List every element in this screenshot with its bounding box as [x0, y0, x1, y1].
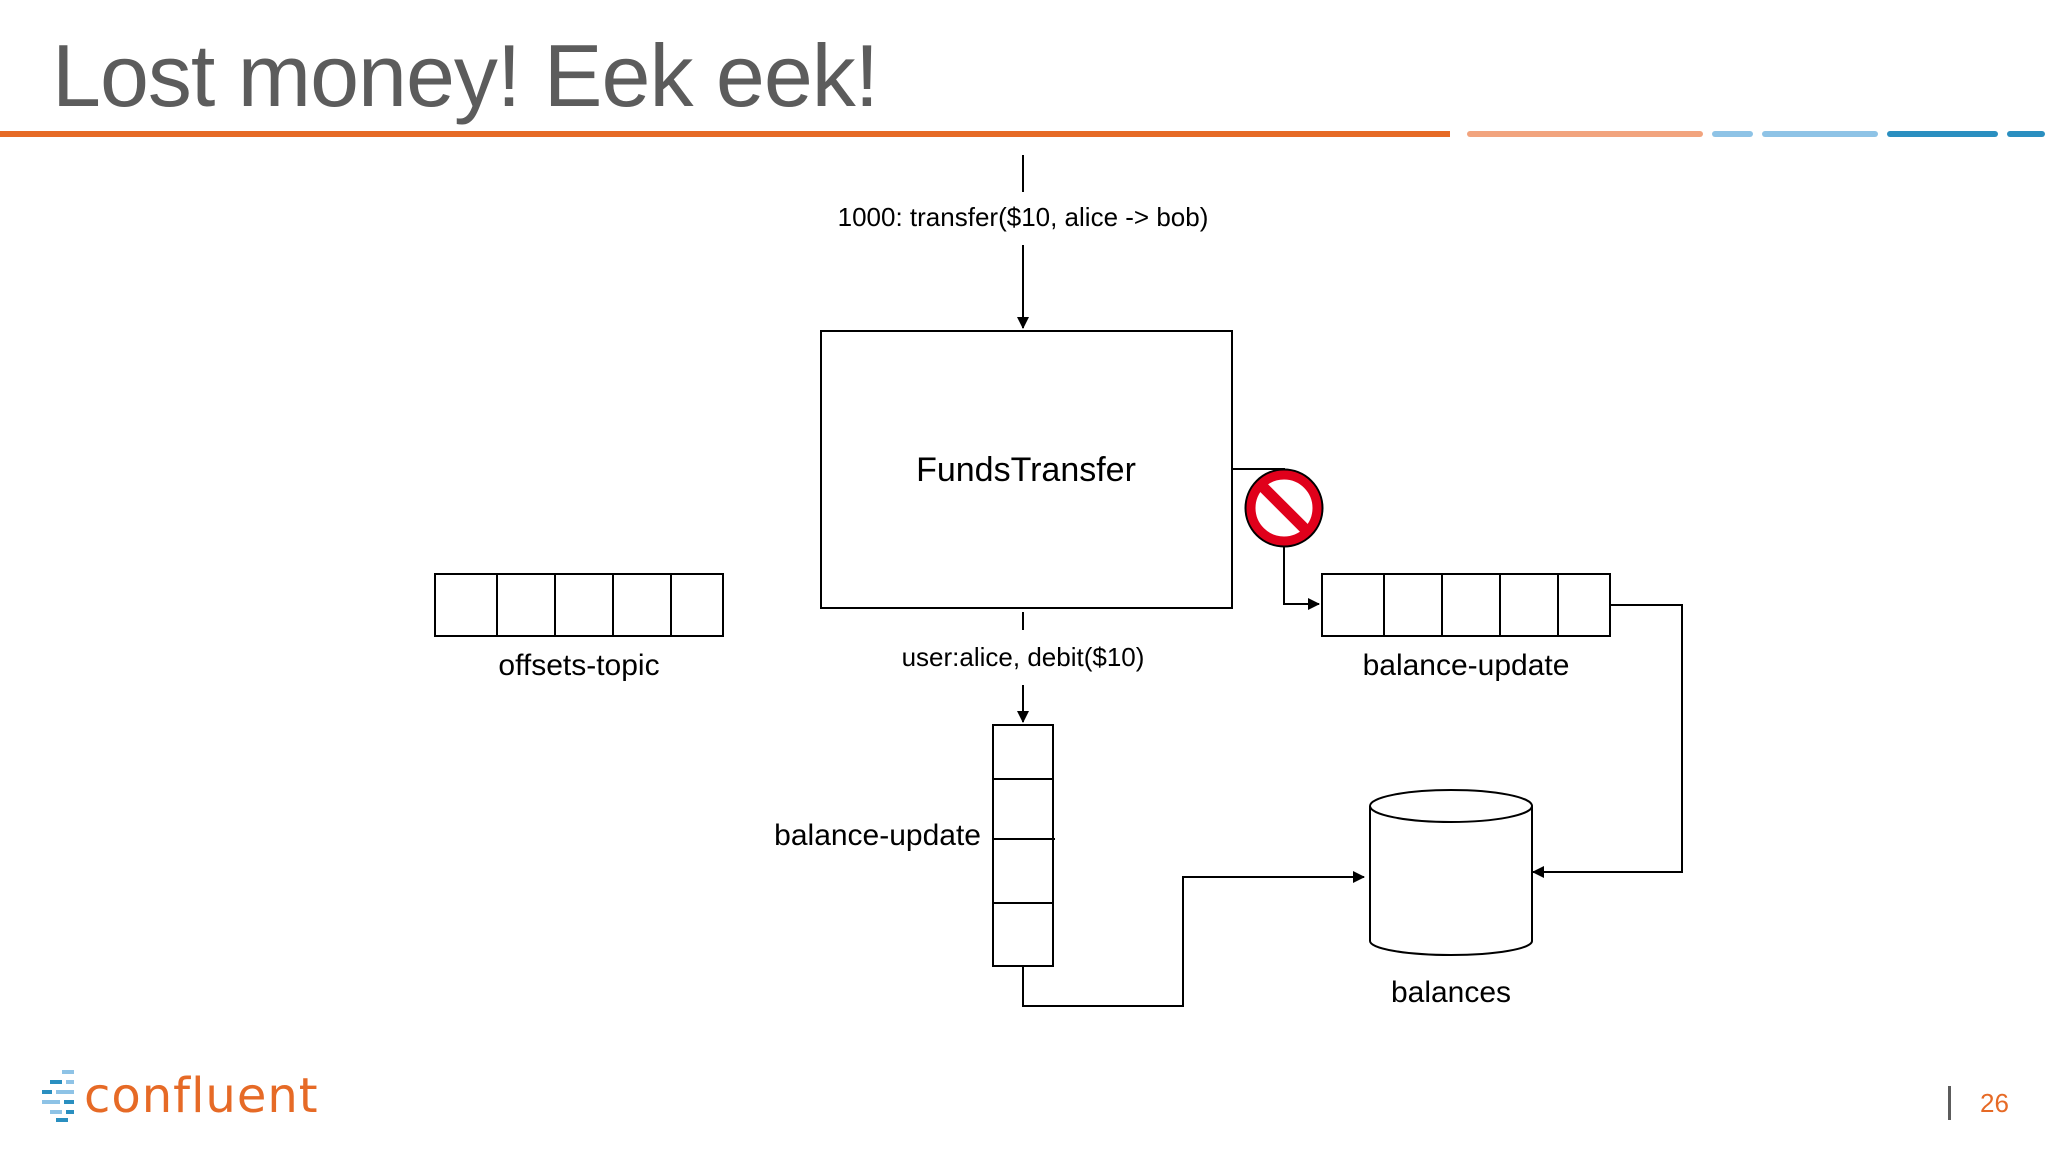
left-balance-update-log: [992, 724, 1055, 967]
right-log-to-balances-arrow: [1532, 604, 1683, 878]
balances-store: [1369, 789, 1533, 956]
no-entry-icon: [1244, 468, 1324, 548]
right-balance-update-label: balance-update: [1363, 649, 1570, 682]
offsets-topic-log: [434, 573, 724, 637]
input-event-label: 1000: transfer($10, alice -> bob): [838, 202, 1209, 232]
left-balance-update-label: balance-update: [774, 819, 981, 852]
offsets-topic-label: offsets-topic: [498, 649, 659, 682]
left-log-to-balances-arrow: [1022, 871, 1365, 1007]
balances-label: balances: [1391, 976, 1511, 1009]
debit-event-label: user:alice, debit($10): [902, 642, 1145, 672]
confluent-logo-mark: [42, 1070, 74, 1122]
right-balance-update-log: [1321, 573, 1611, 637]
page-number-divider: [1948, 1086, 1951, 1120]
slide-title: Lost money! Eek eek!: [52, 26, 879, 125]
funds-transfer-box: [820, 330, 1233, 609]
page-number: 26: [1980, 1088, 2009, 1118]
confluent-logo: confluent: [40, 1068, 319, 1124]
funds-transfer-label: FundsTransfer: [916, 451, 1136, 489]
confluent-logo-text: confluent: [84, 1068, 319, 1124]
